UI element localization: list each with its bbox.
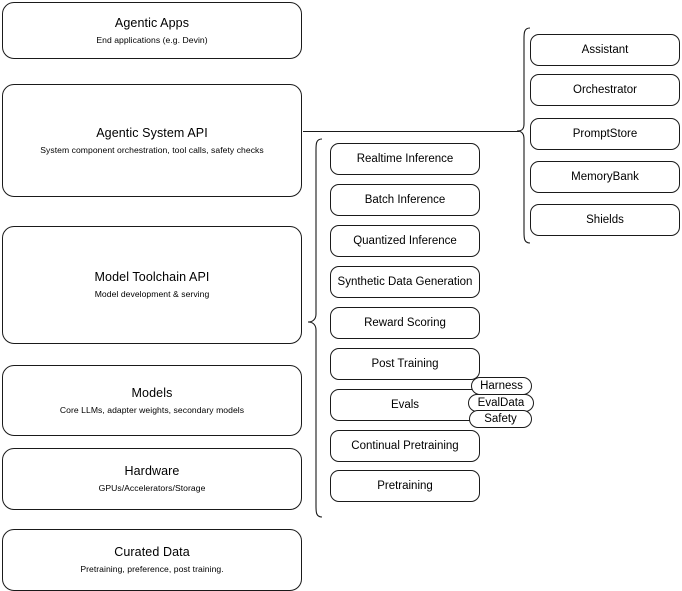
component-label: Shields: [586, 214, 624, 226]
layer-subtitle: Pretraining, preference, post training.: [80, 564, 224, 574]
system-component-memorybank[interactable]: MemoryBank: [530, 161, 680, 193]
component-label: Assistant: [581, 44, 629, 56]
layer-title: Agentic System API: [96, 125, 208, 140]
layer-subtitle: Core LLMs, adapter weights, secondary mo…: [59, 404, 245, 415]
system-group-brace: [516, 27, 531, 244]
toolchain-component-reward-scoring[interactable]: Reward Scoring: [330, 307, 480, 339]
layer-hardware[interactable]: Hardware GPUs/Accelerators/Storage: [2, 448, 302, 510]
system-component-shields[interactable]: Shields: [530, 204, 680, 236]
component-label: Realtime Inference: [356, 153, 454, 165]
layer-title: Models: [131, 385, 173, 400]
component-label: Batch Inference: [364, 194, 446, 206]
layer-title: Curated Data: [114, 545, 190, 559]
system-component-assistant[interactable]: Assistant: [530, 34, 680, 66]
layer-model-toolchain-api[interactable]: Model Toolchain API Model development & …: [2, 226, 302, 344]
layer-title: Agentic Apps: [114, 15, 190, 30]
layer-models[interactable]: Models Core LLMs, adapter weights, secon…: [2, 365, 302, 436]
layer-title: Model Toolchain API: [94, 270, 210, 284]
toolchain-component-synthetic-data-generation[interactable]: Synthetic Data Generation: [330, 266, 480, 298]
toolchain-component-evals[interactable]: Evals: [330, 389, 480, 421]
tag-label: Harness: [480, 379, 523, 392]
toolchain-component-post-training[interactable]: Post Training: [330, 348, 480, 380]
component-label: Synthetic Data Generation: [337, 276, 473, 288]
toolchain-component-realtime-inference[interactable]: Realtime Inference: [330, 143, 480, 175]
layer-curated-data[interactable]: Curated Data Pretraining, preference, po…: [2, 529, 302, 591]
component-label: Quantized Inference: [353, 235, 457, 247]
evals-tag-safety[interactable]: Safety: [469, 410, 532, 428]
component-label: Continual Pretraining: [351, 440, 459, 452]
layer-subtitle: Model development & serving: [94, 289, 210, 299]
component-label: Orchestrator: [573, 84, 637, 96]
toolchain-component-quantized-inference[interactable]: Quantized Inference: [330, 225, 480, 257]
toolchain-component-pretraining[interactable]: Pretraining: [330, 470, 480, 502]
component-label: Evals: [390, 399, 420, 411]
connector-line-system-api: [303, 131, 519, 132]
toolchain-component-batch-inference[interactable]: Batch Inference: [330, 184, 480, 216]
component-label: Reward Scoring: [364, 317, 446, 329]
toolchain-component-continual-pretraining[interactable]: Continual Pretraining: [330, 430, 480, 462]
layer-title: Hardware: [124, 464, 180, 478]
tag-label: EvalData: [477, 396, 525, 409]
layer-agentic-system-api[interactable]: Agentic System API System component orch…: [2, 84, 302, 197]
component-label: Pretraining: [377, 480, 433, 492]
component-label: Post Training: [371, 358, 439, 370]
component-label: PromptStore: [572, 128, 638, 140]
tag-label: Safety: [484, 412, 517, 425]
evals-tag-harness[interactable]: Harness: [471, 377, 532, 395]
component-label: MemoryBank: [571, 171, 639, 183]
layer-subtitle: System component orchestration, tool cal…: [40, 144, 264, 155]
system-component-promptstore[interactable]: PromptStore: [530, 118, 680, 150]
system-component-orchestrator[interactable]: Orchestrator: [530, 74, 680, 106]
layer-subtitle: End applications (e.g. Devin): [96, 34, 208, 45]
toolchain-group-brace: [307, 138, 323, 518]
layer-subtitle: GPUs/Accelerators/Storage: [98, 483, 206, 493]
layer-agentic-apps[interactable]: Agentic Apps End applications (e.g. Devi…: [2, 2, 302, 59]
